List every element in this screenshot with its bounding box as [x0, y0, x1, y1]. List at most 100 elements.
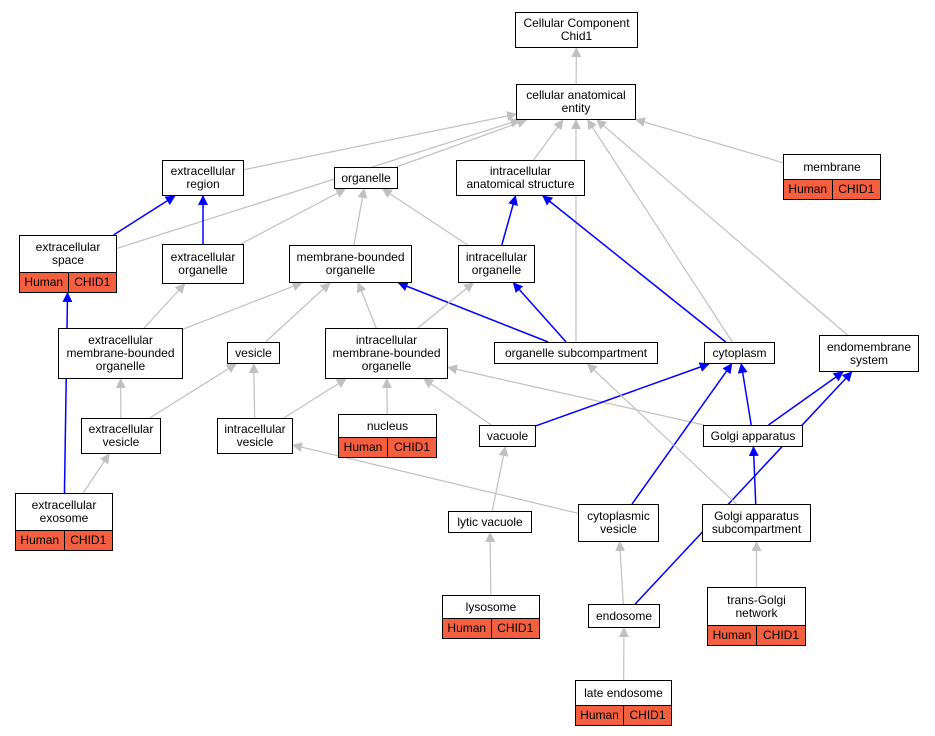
edge-exo-to-ev [82, 453, 110, 494]
node-label: Cellular Component Chid1 [523, 16, 630, 43]
node-membrane-bounded-organelle[interactable]: membrane-bounded organelle [289, 245, 412, 283]
node-intracellular-vesicle[interactable]: intracellular vesicle [217, 418, 293, 454]
node-vacuole[interactable]: vacuole [479, 425, 536, 447]
node-lysosome[interactable]: lysosome Human CHID1 [442, 595, 540, 639]
annotation-row: Human CHID1 [16, 530, 112, 550]
node-label: intracellular vesicle [224, 422, 286, 449]
node-cellular-component[interactable]: Cellular Component Chid1 [515, 12, 638, 48]
node-endomembrane-system[interactable]: endomembrane system [819, 335, 919, 372]
annotation-row: Human CHID1 [20, 272, 116, 292]
edge-ev-to-ves [149, 363, 237, 419]
annotation-row: Human CHID1 [784, 179, 880, 199]
edge-mem-to-cae [635, 117, 784, 164]
edge-endo-to-ems [634, 371, 853, 605]
species-tag: Human [708, 626, 756, 645]
node-label: extracellular organelle [170, 250, 236, 277]
edge-vac-to-cyto [535, 362, 710, 427]
node-intracellular-anatomical-structure[interactable]: intracellular anatomical structure [456, 160, 585, 196]
edge-cyto-to-ias [542, 195, 727, 343]
node-label: cytoplasm [712, 345, 767, 360]
node-label: nucleus [366, 418, 409, 433]
node-intracellular-membrane-bounded-organelle[interactable]: intracellular membrane-bounded organelle [325, 328, 448, 379]
node-nucleus[interactable]: nucleus Human CHID1 [338, 414, 437, 458]
edge-iv-to-ves [248, 363, 259, 419]
edge-io-to-ias [501, 195, 518, 246]
edge-golgi-to-imbo [447, 364, 705, 426]
edge-ems-to-cae [596, 119, 848, 336]
edge-org-to-cae [396, 118, 528, 168]
species-tag: Human [443, 619, 491, 638]
node-extracellular-space[interactable]: extracellular space Human CHID1 [19, 235, 117, 293]
gene-tag: CHID1 [67, 273, 116, 292]
edge-ias-to-cae [533, 119, 564, 161]
edge-imbo-to-mbo [356, 282, 377, 329]
node-extracellular-exosome[interactable]: extracellular exosome Human CHID1 [15, 493, 113, 551]
edge-es-to-cae [116, 117, 521, 249]
node-golgi-apparatus[interactable]: Golgi apparatus [703, 425, 803, 447]
node-label: extracellular exosome [31, 498, 97, 525]
gene-tag: CHID1 [63, 531, 112, 550]
edge-embo-to-mbo [182, 281, 303, 330]
node-extracellular-membrane-bounded-organelle[interactable]: extracellular membrane-bounded organelle [58, 328, 183, 379]
edge-imbo-to-io [417, 282, 474, 329]
node-label: intracellular membrane-bounded organelle [332, 333, 441, 373]
gene-tag: CHID1 [831, 180, 880, 199]
node-label: membrane-bounded organelle [296, 250, 405, 277]
edge-osub-to-mbo [397, 281, 549, 343]
node-cytoplasmic-vesicle[interactable]: cytoplasmic vesicle [578, 504, 659, 542]
annotation-row: Human CHID1 [339, 437, 436, 457]
node-organelle[interactable]: organelle [334, 167, 398, 189]
node-cellular-anatomical-entity[interactable]: cellular anatomical entity [516, 84, 636, 120]
node-label: endosome [595, 608, 653, 623]
node-label: vesicle [235, 345, 272, 360]
edge-vac-to-imbo [423, 378, 492, 426]
node-extracellular-organelle[interactable]: extracellular organelle [162, 244, 244, 284]
edge-mbo-to-org [353, 188, 368, 246]
node-golgi-apparatus-subcompartment[interactable]: Golgi apparatus subcompartment [702, 504, 811, 542]
edge-iv-to-imbo [283, 378, 347, 419]
annotation-row: Human CHID1 [708, 625, 805, 645]
node-endosome[interactable]: endosome [588, 604, 660, 628]
edge-osub-to-io [512, 282, 567, 343]
edge-eo-to-org [240, 188, 347, 245]
edge-golgi-to-ems [768, 371, 844, 426]
edge-cyto-to-cae [587, 119, 733, 343]
gene-tag: CHID1 [756, 626, 805, 645]
node-membrane[interactable]: membrane Human CHID1 [783, 154, 881, 200]
node-label: Golgi apparatus [710, 428, 796, 443]
node-lytic-vacuole[interactable]: lytic vacuole [448, 511, 532, 533]
node-label: cytoplasmic vesicle [587, 509, 650, 536]
node-extracellular-region[interactable]: extracellular region [162, 160, 244, 196]
node-label: Golgi apparatus subcompartment [711, 509, 802, 536]
node-label: vacuole [486, 428, 529, 443]
annotation-row: Human CHID1 [443, 618, 539, 638]
species-tag: Human [20, 273, 68, 292]
node-label: late endosome [584, 685, 663, 700]
gene-tag: CHID1 [623, 706, 671, 725]
node-vesicle[interactable]: vesicle [227, 342, 280, 364]
edge-embo-to-eo [143, 283, 186, 329]
species-tag: Human [784, 180, 832, 199]
node-label: extracellular vesicle [88, 422, 154, 449]
node-cytoplasm[interactable]: cytoplasm [704, 342, 775, 364]
node-organelle-subcompartment[interactable]: organelle subcompartment [494, 342, 658, 364]
species-tag: Human [16, 531, 64, 550]
node-label: intracellular anatomical structure [466, 164, 575, 191]
node-late-endosome[interactable]: late endosome Human CHID1 [575, 680, 672, 726]
node-label: cellular anatomical entity [526, 88, 626, 115]
edge-lys-to-lv [485, 532, 496, 596]
edge-gas-to-osub [586, 363, 737, 505]
edge-gas-to-golgi [748, 446, 759, 505]
edge-er-to-cae [243, 111, 517, 171]
edge-io-to-org [381, 188, 468, 246]
node-label: lytic vacuole [457, 514, 523, 529]
node-extracellular-vesicle[interactable]: extracellular vesicle [81, 418, 161, 454]
node-trans-golgi-network[interactable]: trans-Golgi network Human CHID1 [707, 587, 806, 646]
node-label: organelle [341, 170, 391, 185]
annotation-row: Human CHID1 [576, 705, 671, 725]
node-label: endomembrane system [826, 339, 912, 367]
gene-tag: CHID1 [490, 619, 539, 638]
edge-golgi-to-cyto [737, 363, 752, 426]
node-intracellular-organelle[interactable]: intracellular organelle [458, 245, 535, 283]
